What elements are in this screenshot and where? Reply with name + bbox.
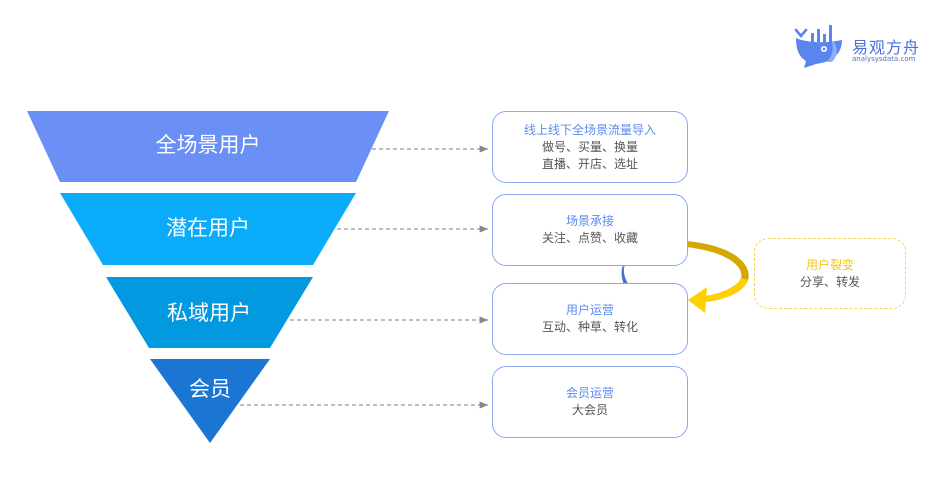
brand-name: 易观方舟 <box>852 38 921 57</box>
stage-desc: 关注、点赞、收藏 <box>541 231 638 245</box>
stage-desc: 大会员 <box>571 403 608 417</box>
stage-desc: 做号、买量、换量 <box>541 139 638 154</box>
funnel-layer-all-scene-users <box>27 111 389 182</box>
stage-box-traffic-import: 线上线下全场景流量导入 做号、买量、换量 直播、开店、选址 <box>492 111 688 183</box>
referral-title: 用户裂变 <box>805 257 854 272</box>
stage-desc: 互动、种草、转化 <box>541 320 638 334</box>
layer-label-potential-users: 潜在用户 <box>166 216 250 240</box>
stage-title: 会员运营 <box>565 386 614 400</box>
stage-title: 线上线下全场景流量导入 <box>523 122 656 137</box>
referral-desc: 分享、转发 <box>799 274 860 289</box>
stage-box-scene-capture: 场景承接 关注、点赞、收藏 <box>492 194 688 266</box>
stage-desc: 直播、开店、选址 <box>541 156 638 171</box>
referral-box: 用户裂变 分享、转发 <box>754 238 906 309</box>
layer-label-all-scene-users: 全场景用户 <box>155 133 261 157</box>
whale-bar-chart-icon <box>794 25 842 68</box>
brand-url: analysysdata.com <box>852 55 916 63</box>
brand-logo: 易观方舟 analysysdata.com <box>792 22 942 72</box>
stage-title: 场景承接 <box>565 214 614 228</box>
funnel-layer-private-users <box>106 277 313 348</box>
layer-label-private-users: 私域用户 <box>167 301 251 325</box>
loop-arc-yellow <box>686 241 749 302</box>
stage-box-user-operations: 用户运营 互动、种草、转化 <box>492 283 688 355</box>
layer-label-members: 会员 <box>189 377 231 401</box>
stage-title: 用户运营 <box>565 303 614 317</box>
funnel-layer-potential-users <box>60 193 356 265</box>
stage-box-member-operations: 会员运营 大会员 <box>492 366 688 438</box>
funnel-layer-members <box>150 359 270 443</box>
loop-arrowhead-yellow <box>688 287 707 313</box>
loop-arc-yellow-front <box>705 278 748 302</box>
